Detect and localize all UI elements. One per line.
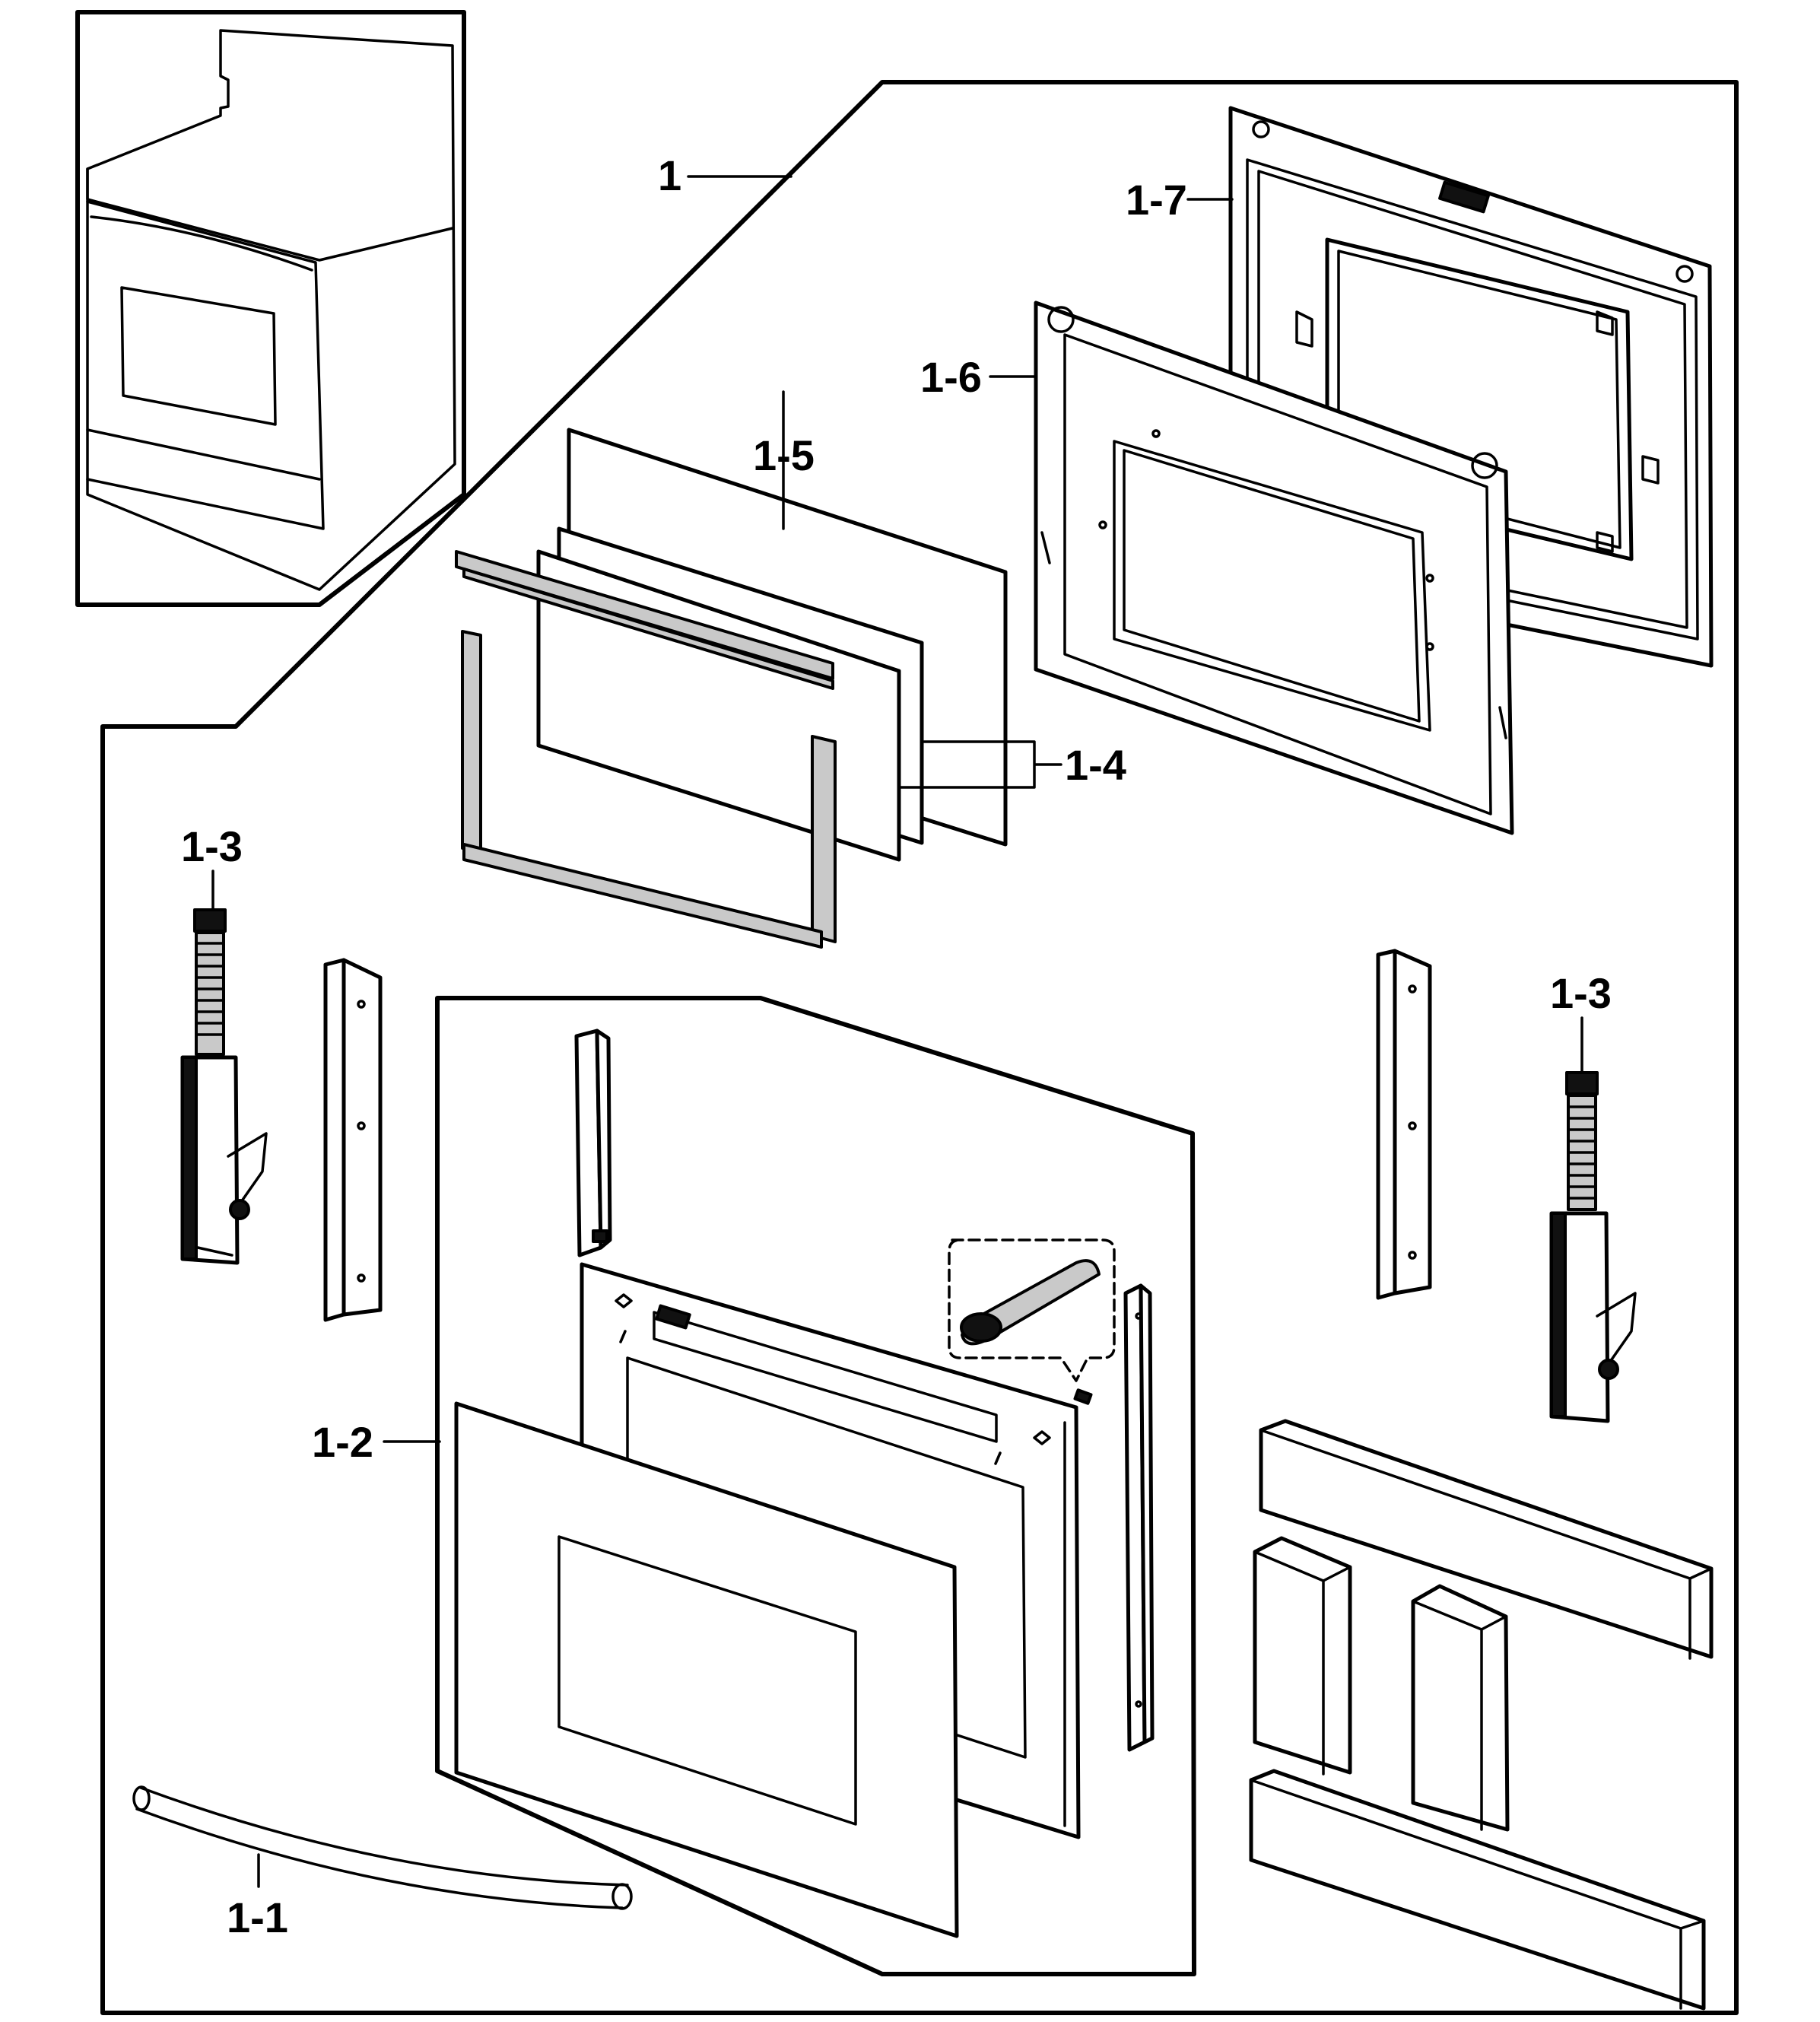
packing-block-left [1253,1536,1352,1776]
door-assembly-outline [100,80,1739,2015]
vertical-strip-right [1123,1283,1155,1752]
label-handle: 1-1 [227,1893,288,1941]
packing-block-right [1411,1584,1510,1832]
side-rail-right-part [1376,949,1432,1300]
range-inset [75,10,466,607]
packing-blocks [1249,1419,1714,2011]
label-glass: 1-4 [1065,741,1126,789]
side-rail-left-part [323,958,383,1322]
label-door-liner: 1-7 [1126,176,1187,224]
label-inner-frame: 1-6 [920,353,982,401]
outer-door-enclosure [435,996,1196,1976]
hinge-right-part [1549,1071,1637,1423]
label-hinge-left: 1-3 [181,822,243,870]
label-hinge-right: 1-3 [1550,969,1612,1017]
detail-callout [948,1238,1116,1405]
label-outer-door: 1-2 [312,1418,373,1466]
outer-door-panel [454,1401,959,1938]
inner-frame-part [1034,300,1514,835]
label-door-assembly: 1 [658,151,681,199]
handle-part [132,1785,633,1910]
label-glass-outer: 1-5 [753,431,815,479]
hinge-left-part [180,908,268,1265]
bracket-left [574,1028,612,1257]
packing-block-bottom [1249,1769,1706,2011]
glass-frame-part [455,550,837,949]
packing-block-top [1259,1419,1714,1660]
glass-panel-front [536,549,901,862]
part-labels: 1 1-7 1-6 1-5 1-4 1-3 1-3 1-2 1-1 [181,151,1612,1941]
leader-lines [211,175,1583,1888]
